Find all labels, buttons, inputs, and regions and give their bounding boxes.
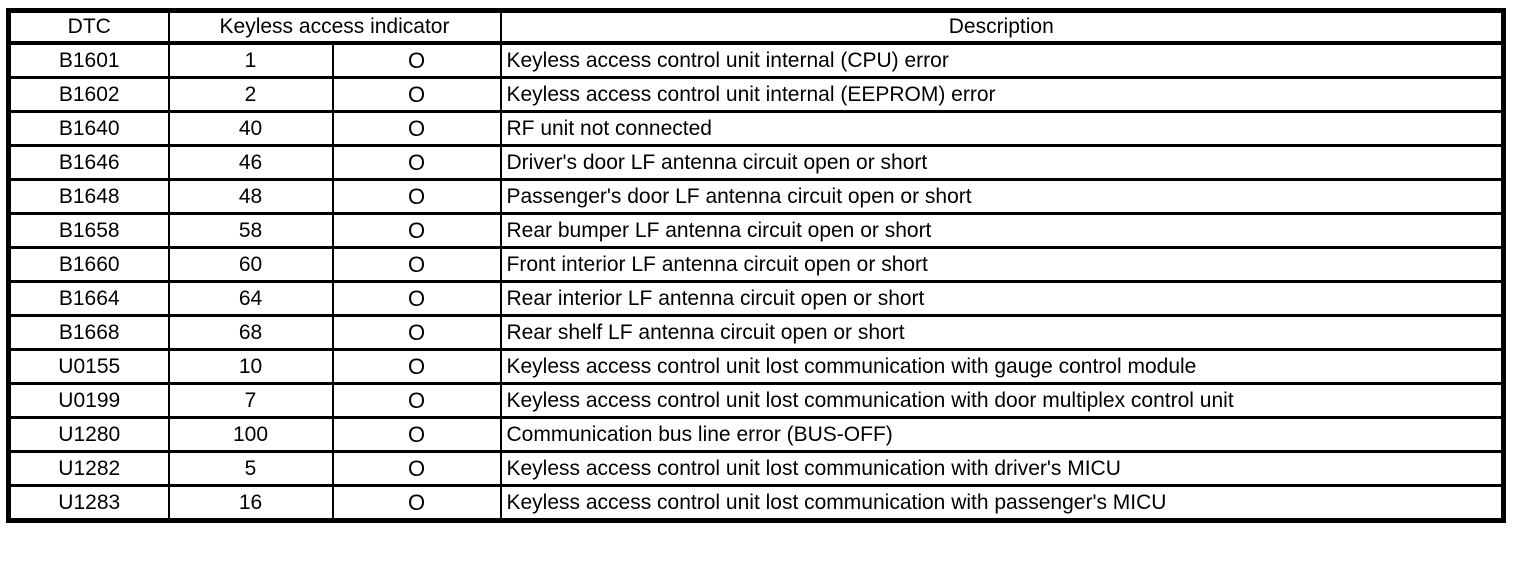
table-row: U0199 7 O Keyless access control unit lo…: [7, 382, 1505, 419]
indicator-number-cell: 48: [167, 178, 334, 215]
dtc-code-cell: B1646: [7, 144, 170, 181]
table-row: B1646 46 O Driver's door LF antenna circ…: [7, 144, 1505, 181]
description-cell: Communication bus line error (BUS-OFF): [499, 416, 1505, 453]
dtc-code-cell: B1658: [7, 212, 170, 249]
indicator-number-cell: 10: [167, 348, 334, 385]
indicator-number-cell: 68: [167, 314, 334, 351]
indicator-symbol-cell: O: [331, 41, 502, 79]
table-row: U1282 5 O Keyless access control unit lo…: [7, 450, 1505, 487]
table-row: B1602 2 O Keyless access control unit in…: [7, 76, 1505, 113]
col-header-dtc: DTC: [7, 9, 170, 45]
table-row: B1648 48 O Passenger's door LF antenna c…: [7, 178, 1505, 215]
header-row: DTC Keyless access indicator Description: [7, 9, 1505, 45]
dtc-code-cell: B1660: [7, 246, 170, 283]
dtc-code-cell: B1648: [7, 178, 170, 215]
description-cell: Keyless access control unit lost communi…: [499, 382, 1505, 419]
table-row: U1280 100 O Communication bus line error…: [7, 416, 1505, 453]
description-cell: Rear shelf LF antenna circuit open or sh…: [499, 314, 1505, 351]
dtc-table-body: B1601 1 O Keyless access control unit in…: [7, 41, 1505, 522]
indicator-symbol-cell: O: [331, 110, 502, 147]
dtc-code-cell: U0155: [7, 348, 170, 385]
table-row: B1660 60 O Front interior LF antenna cir…: [7, 246, 1505, 283]
table-row: U0155 10 O Keyless access control unit l…: [7, 348, 1505, 385]
dtc-table-header: DTC Keyless access indicator Description: [7, 9, 1505, 45]
dtc-code-cell: B1602: [7, 76, 170, 113]
description-cell: Keyless access control unit lost communi…: [499, 484, 1505, 522]
dtc-code-cell: B1664: [7, 280, 170, 317]
description-cell: Driver's door LF antenna circuit open or…: [499, 144, 1505, 181]
description-cell: Keyless access control unit lost communi…: [499, 348, 1505, 385]
indicator-symbol-cell: O: [331, 212, 502, 249]
description-cell: Front interior LF antenna circuit open o…: [499, 246, 1505, 283]
col-header-keyless-access-indicator: Keyless access indicator: [167, 9, 502, 45]
table-row: U1283 16 O Keyless access control unit l…: [7, 484, 1505, 522]
indicator-number-cell: 58: [167, 212, 334, 249]
table-row: B1601 1 O Keyless access control unit in…: [7, 41, 1505, 79]
indicator-number-cell: 40: [167, 110, 334, 147]
description-cell: Rear interior LF antenna circuit open or…: [499, 280, 1505, 317]
indicator-number-cell: 60: [167, 246, 334, 283]
indicator-symbol-cell: O: [331, 314, 502, 351]
description-cell: Keyless access control unit internal (CP…: [499, 41, 1505, 79]
description-cell: RF unit not connected: [499, 110, 1505, 147]
dtc-code-cell: U1283: [7, 484, 170, 522]
dtc-code-cell: U1282: [7, 450, 170, 487]
description-cell: Keyless access control unit internal (EE…: [499, 76, 1505, 113]
dtc-code-cell: B1668: [7, 314, 170, 351]
col-header-description: Description: [499, 9, 1505, 45]
table-row: B1668 68 O Rear shelf LF antenna circuit…: [7, 314, 1505, 351]
indicator-number-cell: 64: [167, 280, 334, 317]
indicator-number-cell: 5: [167, 450, 334, 487]
indicator-symbol-cell: O: [331, 348, 502, 385]
indicator-symbol-cell: O: [331, 246, 502, 283]
description-cell: Rear bumper LF antenna circuit open or s…: [499, 212, 1505, 249]
indicator-symbol-cell: O: [331, 280, 502, 317]
indicator-symbol-cell: O: [331, 416, 502, 453]
indicator-number-cell: 46: [167, 144, 334, 181]
indicator-number-cell: 7: [167, 382, 334, 419]
indicator-number-cell: 16: [167, 484, 334, 522]
table-row: B1658 58 O Rear bumper LF antenna circui…: [7, 212, 1505, 249]
indicator-symbol-cell: O: [331, 450, 502, 487]
table-row: B1640 40 O RF unit not connected: [7, 110, 1505, 147]
indicator-symbol-cell: O: [331, 382, 502, 419]
dtc-code-cell: U0199: [7, 382, 170, 419]
dtc-code-cell: U1280: [7, 416, 170, 453]
description-cell: Keyless access control unit lost communi…: [499, 450, 1505, 487]
dtc-table: DTC Keyless access indicator Description…: [6, 8, 1506, 523]
dtc-code-cell: B1640: [7, 110, 170, 147]
description-cell: Passenger's door LF antenna circuit open…: [499, 178, 1505, 215]
dtc-code-cell: B1601: [7, 41, 170, 79]
indicator-number-cell: 2: [167, 76, 334, 113]
indicator-number-cell: 1: [167, 41, 334, 79]
indicator-symbol-cell: O: [331, 178, 502, 215]
indicator-symbol-cell: O: [331, 76, 502, 113]
table-row: B1664 64 O Rear interior LF antenna circ…: [7, 280, 1505, 317]
indicator-symbol-cell: O: [331, 144, 502, 181]
indicator-symbol-cell: O: [331, 484, 502, 522]
indicator-number-cell: 100: [167, 416, 334, 453]
